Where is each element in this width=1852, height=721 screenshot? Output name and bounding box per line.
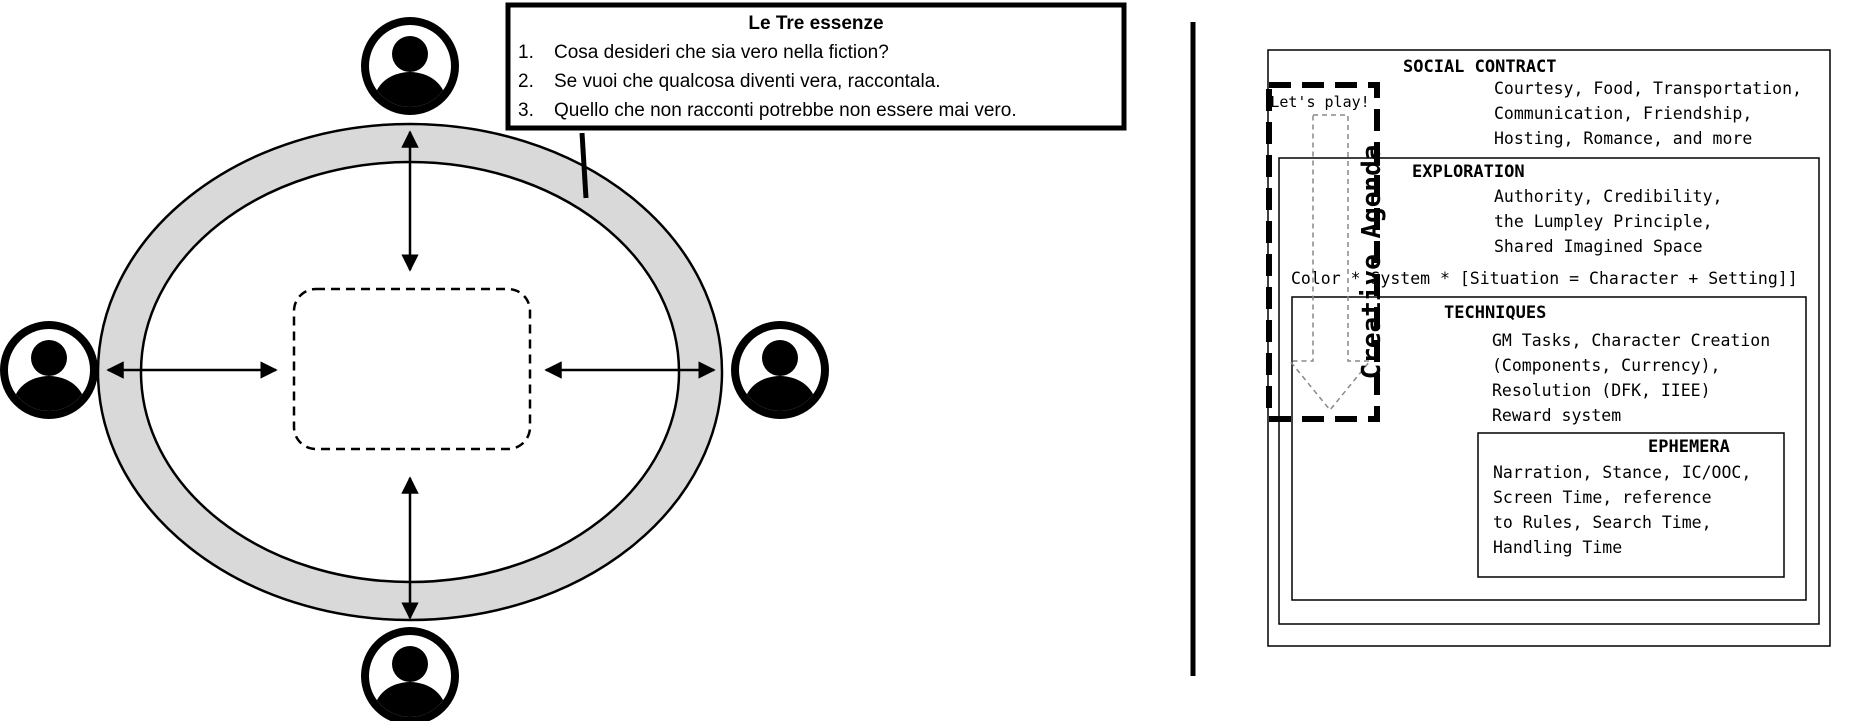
avatar-left-icon bbox=[0, 321, 98, 419]
techniques-line-4: Reward system bbox=[1492, 406, 1621, 425]
formula: Color * System * [Situation = Character … bbox=[1291, 269, 1798, 288]
ephemera-line-1: Narration, Stance, IC/OOC, bbox=[1493, 463, 1751, 482]
techniques-box bbox=[1291, 296, 1807, 601]
callout-item-1-num: 1. bbox=[518, 42, 534, 63]
callout-item-3: Quello che non racconti potrebbe non ess… bbox=[554, 100, 1017, 121]
exploration-title: EXPLORATION bbox=[1412, 162, 1525, 182]
ephemera-box bbox=[1477, 432, 1785, 578]
callout-pointer bbox=[579, 132, 589, 199]
callout-item-1: Cosa desideri che sia vero nella fiction… bbox=[554, 42, 889, 63]
ephemera-title: EPHEMERA bbox=[1648, 437, 1730, 457]
exploration-line-2: the Lumpley Principle, bbox=[1494, 212, 1713, 231]
callout-item-2: Se vuoi che qualcosa diventi vera, racco… bbox=[554, 71, 941, 92]
ephemera-line-2: Screen Time, reference bbox=[1493, 488, 1712, 507]
callout-item-2-num: 2. bbox=[518, 71, 534, 92]
agenda-down-arrow bbox=[1288, 114, 1372, 412]
techniques-line-2: (Components, Currency), bbox=[1492, 356, 1720, 375]
social-contract-line-1: Courtesy, Food, Transportation, bbox=[1494, 79, 1802, 98]
big-model: SOCIAL CONTRACT Courtesy, Food, Transpor… bbox=[1266, 49, 1831, 647]
exploration-line-3: Shared Imagined Space bbox=[1494, 237, 1703, 256]
table-diagram bbox=[96, 122, 724, 622]
callout-item-3-num: 3. bbox=[518, 100, 534, 121]
creative-agenda-box bbox=[1266, 82, 1380, 422]
social-contract-box bbox=[1267, 49, 1831, 647]
avatar-bottom-icon bbox=[361, 627, 459, 721]
shared-space-box bbox=[292, 287, 532, 451]
creative-agenda-label: Creative Agenda bbox=[1357, 145, 1387, 380]
lets-play-label: Let's play! bbox=[1270, 93, 1369, 111]
exploration-box bbox=[1278, 157, 1820, 625]
exploration-line-1: Authority, Credibility, bbox=[1494, 187, 1722, 206]
avatar-right-icon bbox=[731, 321, 829, 419]
social-contract-line-3: Hosting, Romance, and more bbox=[1494, 129, 1752, 148]
avatar-top-icon bbox=[361, 17, 459, 115]
ephemera-line-3: to Rules, Search Time, bbox=[1493, 513, 1712, 532]
social-contract-line-2: Communication, Friendship, bbox=[1494, 104, 1752, 123]
techniques-title: TECHNIQUES bbox=[1444, 303, 1546, 323]
social-contract-title: SOCIAL CONTRACT bbox=[1403, 57, 1557, 77]
techniques-line-1: GM Tasks, Character Creation bbox=[1492, 331, 1770, 350]
techniques-line-3: Resolution (DFK, IIEE) bbox=[1492, 381, 1711, 400]
callout-title: Le Tre essenze bbox=[748, 13, 883, 34]
callout-box: Le Tre essenze 1. Cosa desideri che sia … bbox=[505, 2, 1127, 131]
ephemera-line-4: Handling Time bbox=[1493, 538, 1622, 557]
